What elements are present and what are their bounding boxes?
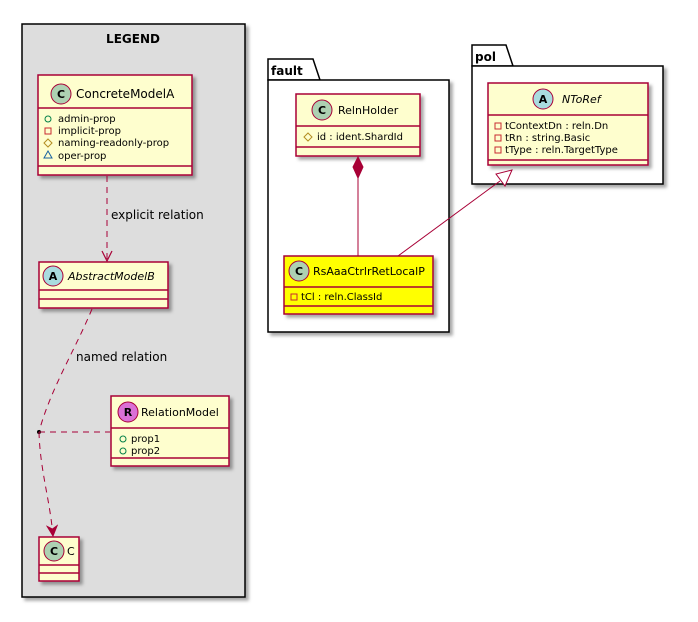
package-name: pol [475, 50, 496, 64]
private-visibility-icon [494, 134, 502, 142]
protected-visibility-icon [303, 132, 313, 142]
package-visibility-icon [43, 149, 53, 159]
stereotype-letter: A [539, 93, 548, 106]
public-visibility-icon [119, 435, 127, 443]
stereotype-letter: C [50, 545, 58, 558]
explicit-relation: explicit relation [107, 176, 204, 261]
prop-tcontextdn: tContextDn : reln.Dn [505, 121, 608, 132]
private-visibility-icon [44, 127, 52, 135]
class-name: RelationModel [141, 406, 219, 419]
stereotype-letter: C [295, 265, 303, 278]
class-rs-aaa-ctrlr-ret-local-p[interactable]: C RsAaaCtrlrRetLocalP tCl : reln.ClassId [283, 255, 434, 315]
prop-trn: tRn : string.Basic [505, 133, 590, 144]
stereotype-letter: C [57, 88, 65, 101]
inheritance-relation [397, 169, 513, 257]
class-name: ConcreteModelA [76, 87, 175, 101]
class-c-icon [43, 540, 65, 562]
class-concrete-model-a[interactable]: C ConcreteModelA admin-prop implicit-pro… [37, 74, 193, 176]
stereotype-letter: A [49, 270, 58, 283]
prop-oper: oper-prop [58, 151, 106, 162]
private-visibility-icon [494, 122, 502, 130]
abstract-a-icon [42, 265, 64, 287]
class-c-icon [50, 83, 72, 105]
stereotype-letter: R [124, 406, 133, 419]
prop-1: prop1 [131, 434, 160, 445]
composition-diamond [352, 155, 364, 180]
inheritance-triangle [495, 169, 513, 187]
class-reln-holder[interactable]: C RelnHolder id : ident.ShardId [295, 93, 421, 157]
class-abstract-model-b[interactable]: A AbstractModelB [38, 261, 169, 309]
prop-ttype: tType : reln.TargetType [505, 145, 618, 156]
composition-relation [352, 155, 364, 256]
prop-tcl: tCl : reln.ClassId [301, 292, 382, 303]
class-c-icon [311, 99, 333, 121]
class-c-icon [288, 260, 310, 282]
prop-2: prop2 [131, 446, 160, 457]
public-visibility-icon [44, 115, 52, 123]
named-relation: named relation [37, 308, 167, 536]
class-name: RelnHolder [338, 104, 399, 117]
class-n-to-ref[interactable]: A NToRef tContextDn : reln.Dn tRn : stri… [487, 82, 649, 166]
class-name: RsAaaCtrlrRetLocalP [313, 265, 425, 278]
class-name: NToRef [562, 93, 603, 106]
class-c[interactable]: C C [38, 536, 80, 582]
package-name: fault [271, 64, 303, 78]
prop-implicit: implicit-prop [58, 126, 121, 137]
prop-id: id : ident.ShardId [317, 132, 403, 143]
protected-visibility-icon [43, 138, 53, 148]
legend-title: LEGEND [106, 32, 160, 46]
abstract-a-icon [532, 88, 554, 110]
relation-r-icon [117, 401, 139, 423]
private-visibility-icon [494, 146, 502, 154]
public-visibility-icon [119, 447, 127, 455]
explicit-relation-label: explicit relation [111, 208, 204, 222]
private-visibility-icon [290, 293, 298, 301]
prop-naming-readonly: naming-readonly-prop [58, 138, 169, 149]
stereotype-letter: C [318, 104, 326, 117]
class-name: C [67, 545, 75, 558]
class-name: AbstractModelB [67, 270, 155, 283]
named-relation-label: named relation [76, 350, 167, 364]
prop-admin: admin-prop [58, 114, 116, 125]
class-relation-model[interactable]: R RelationModel prop1 prop2 [110, 395, 230, 467]
